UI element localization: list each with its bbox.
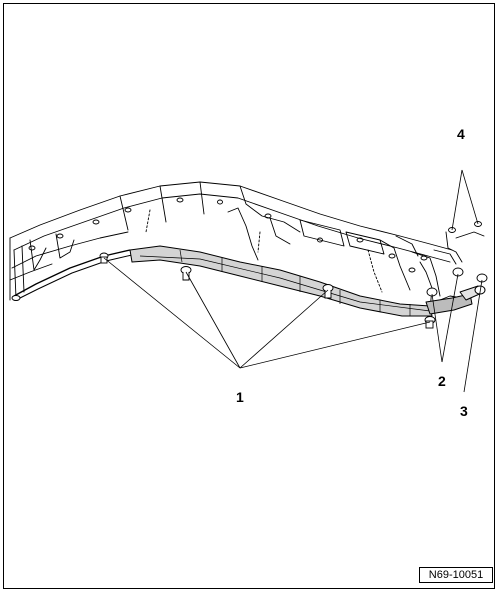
- callout-1: 1: [236, 389, 244, 405]
- callout-2: 2: [438, 373, 446, 389]
- clip-2: [322, 284, 334, 299]
- curtain-airbag: [11, 245, 486, 317]
- clip-1: [180, 266, 192, 281]
- bolt-rear: [424, 316, 436, 329]
- roof-frame: [9, 181, 485, 311]
- leader-lines: [103, 169, 483, 393]
- callout-3: 3: [460, 403, 468, 419]
- bolt-front: [99, 252, 109, 264]
- reference-code: N69-10051: [419, 567, 493, 583]
- callout-4: 4: [457, 126, 465, 142]
- drawing-frame: [3, 3, 495, 589]
